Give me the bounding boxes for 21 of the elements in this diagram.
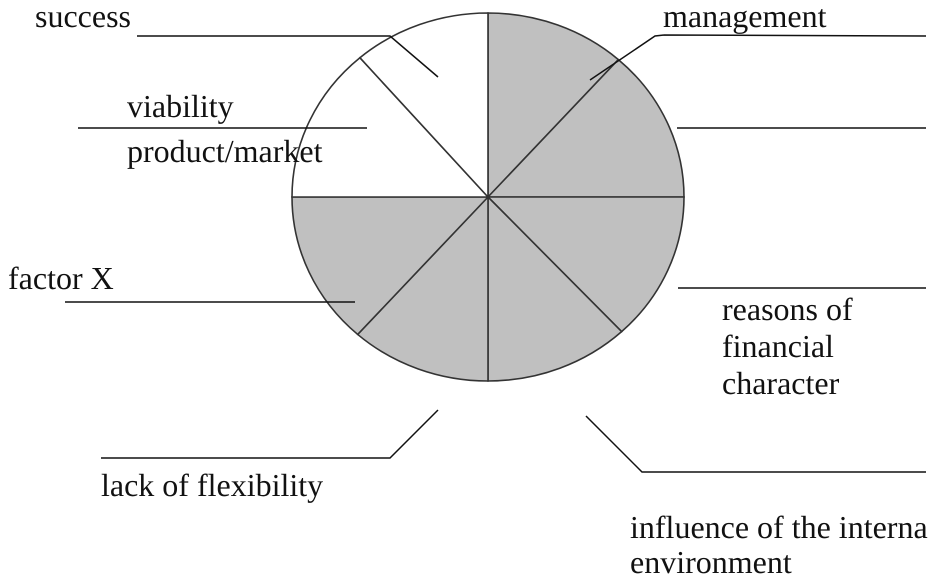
callout-label: influence of the interna environment — [630, 510, 935, 580]
callout-label: management — [663, 0, 926, 36]
callout-label: success — [35, 0, 131, 32]
leader-line — [585, 415, 926, 473]
leader-line — [77, 127, 368, 129]
pie-slice — [487, 196, 685, 332]
leader-line — [101, 409, 439, 459]
callout-label: reasons of financial character — [722, 291, 926, 402]
leader-line — [65, 301, 355, 303]
callout-label: viability — [127, 90, 234, 122]
callout-label: factor X — [8, 262, 114, 294]
leader-line — [677, 127, 926, 129]
pie-slice — [487, 58, 685, 198]
pie-slice — [359, 12, 489, 198]
pie-slice — [356, 196, 489, 382]
callout-label: lack of flexibility — [101, 469, 324, 501]
leader-line — [137, 35, 438, 78]
pie-slice — [487, 196, 622, 382]
leader-line — [677, 287, 927, 289]
leader-line — [589, 34, 927, 81]
pie-slice — [291, 196, 489, 336]
